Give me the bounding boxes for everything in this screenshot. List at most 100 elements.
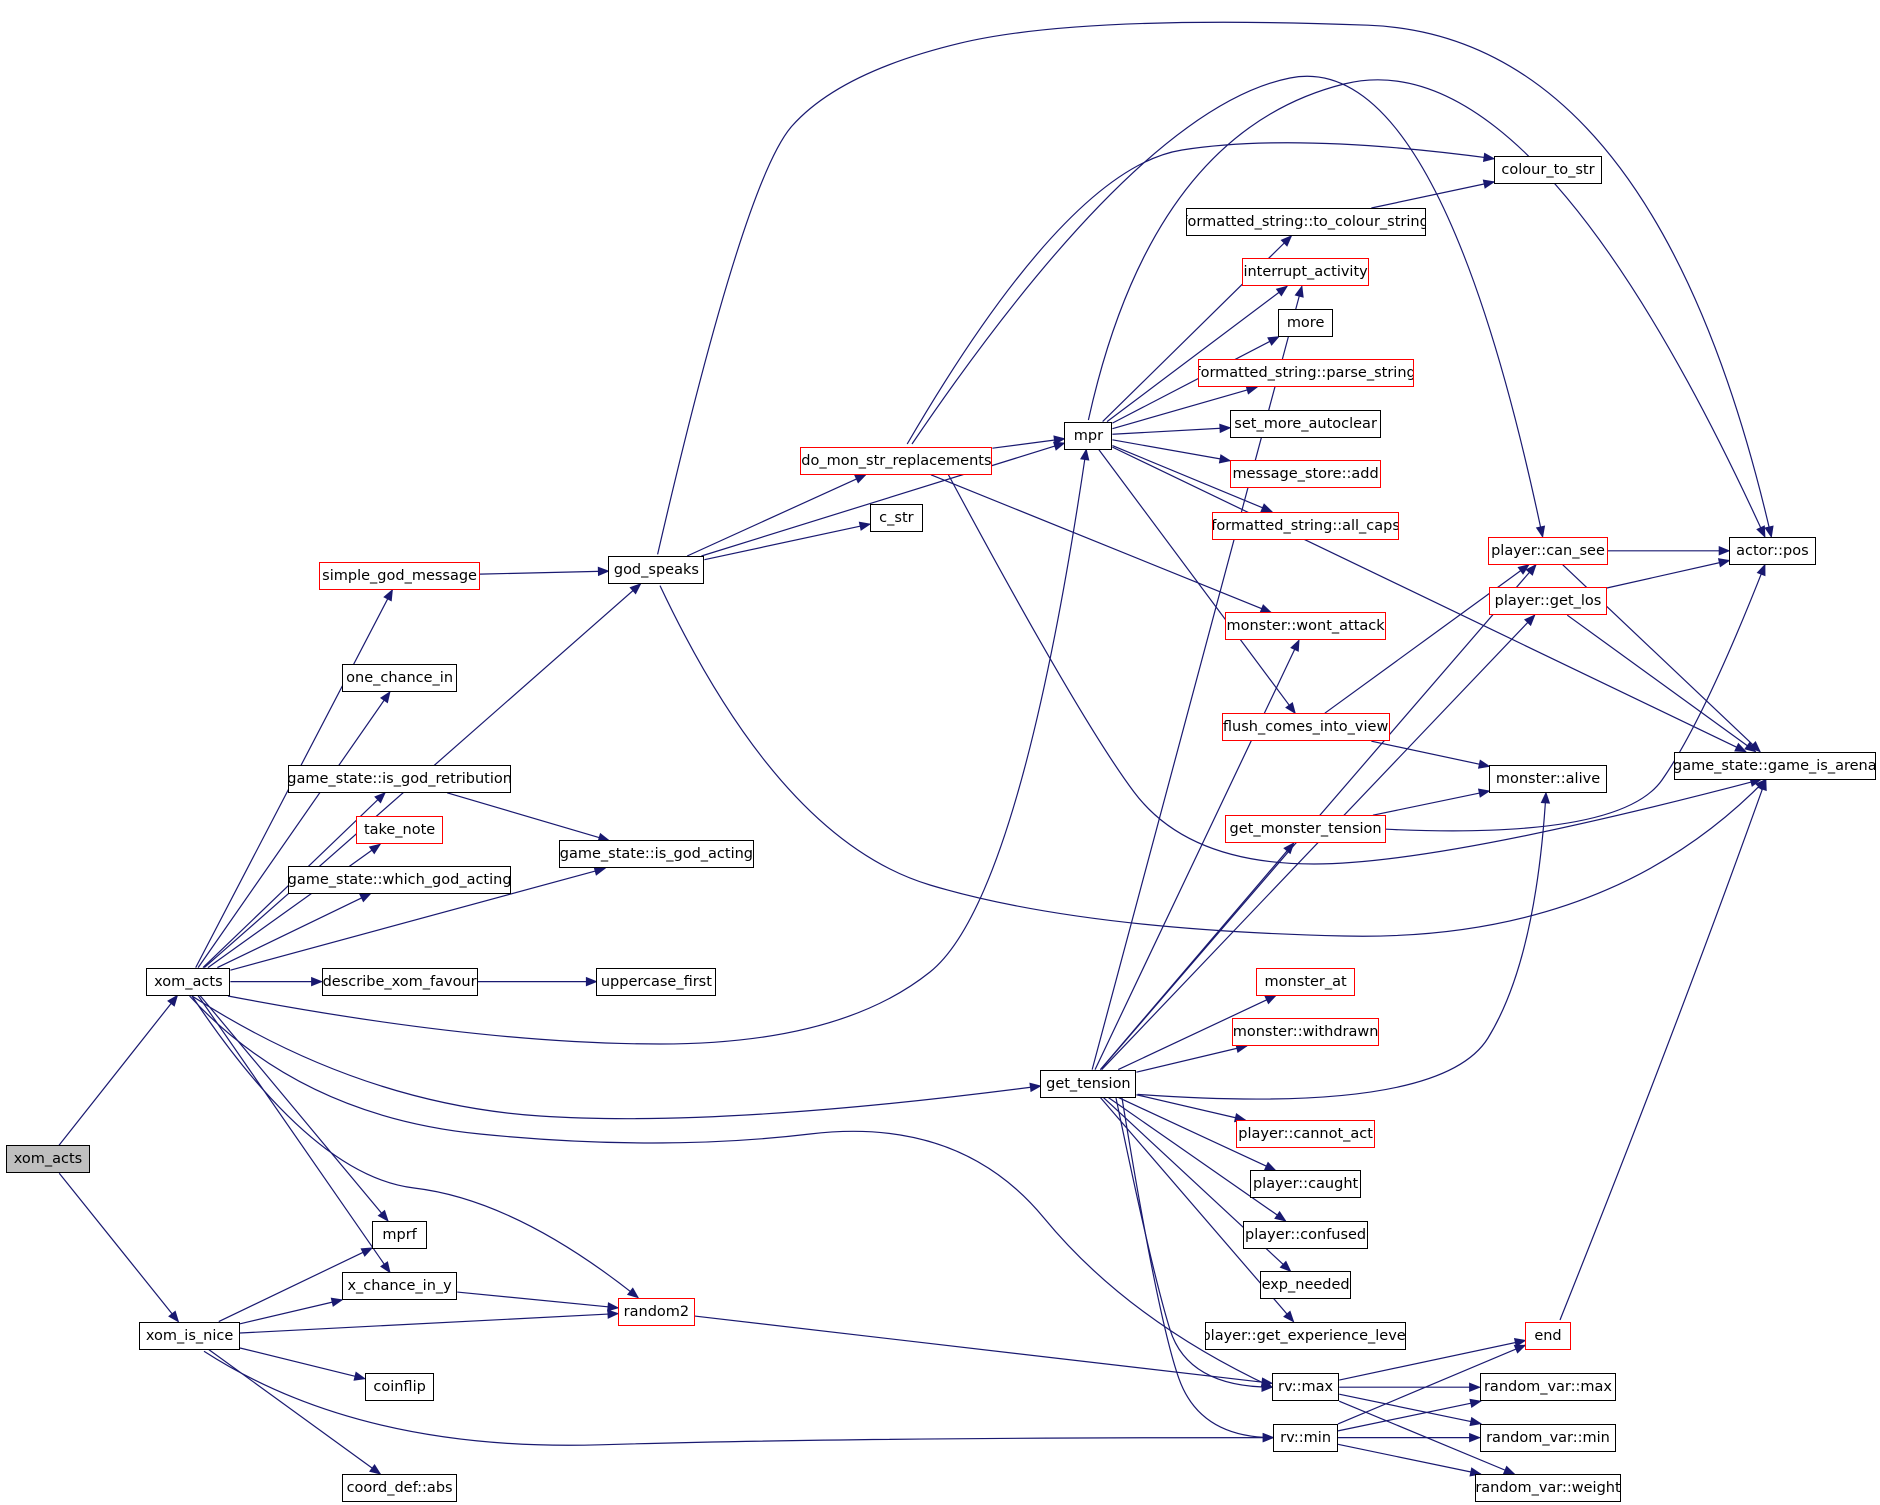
node-one-chance-in[interactable]: one_chance_in	[342, 664, 458, 692]
edge-get-tension-to-player-cannot-act	[1136, 1094, 1246, 1121]
arrowhead-55	[1540, 791, 1551, 804]
node-fs-to-colour-string[interactable]: formatted_string::to_colour_string	[1185, 208, 1426, 236]
node-set-more-autoclear[interactable]: set_more_autoclear	[1230, 409, 1382, 438]
edge-get-tension-to-rv-min	[1121, 1097, 1274, 1439]
edge-do-mon-str-replacements-to-mpr	[992, 438, 1065, 449]
node-end[interactable]: end	[1525, 1321, 1571, 1350]
arrowhead-20	[369, 1463, 382, 1475]
node-player-can-see[interactable]: player::can_see	[1488, 536, 1608, 565]
edge-xom-is-nice-to-coinflip	[239, 1347, 365, 1380]
edge-get-tension-to-player-caught	[1118, 1097, 1276, 1171]
arrowhead-67	[1718, 546, 1731, 556]
node-take-note[interactable]: take_note	[356, 816, 443, 845]
edge-do-mon-str-replacements-to-colour-to-str	[906, 142, 1495, 445]
arrowhead-32	[1053, 435, 1066, 445]
node-xom-acts[interactable]: xom_acts	[146, 967, 231, 996]
node-uppercase-first[interactable]: uppercase_first	[596, 967, 717, 996]
node-get-tension[interactable]: get_tension	[1040, 1069, 1137, 1098]
node-colour-to-str[interactable]: colour_to_str	[1494, 156, 1602, 185]
edge-god-speaks-to-c-str	[704, 523, 871, 561]
node-monster-wont-attack[interactable]: monster::wont_attack	[1225, 612, 1386, 641]
node-xom-is-nice[interactable]: xom_is_nice	[139, 1321, 240, 1350]
arrowhead-77	[1469, 1398, 1482, 1408]
edge-xom-acts-to-take-note	[207, 843, 381, 969]
edge-get-tension-to-monster-at	[1117, 995, 1277, 1071]
edge-god-speaks-to-actor-pos	[657, 21, 1772, 555]
arrowhead-45	[1285, 701, 1296, 715]
edge-mpr-to-interrupt-activity	[1106, 285, 1288, 423]
arrowhead-6	[368, 843, 382, 855]
node-monster-at[interactable]: monster_at	[1256, 967, 1355, 996]
node-actor-pos[interactable]: actor::pos	[1729, 536, 1816, 565]
arrowhead-46	[1734, 742, 1747, 753]
node-gs-game-is-arena[interactable]: game_state::game_is_arena	[1674, 751, 1876, 780]
arrowhead-3	[379, 690, 391, 704]
arrowhead-33	[1482, 152, 1496, 162]
arrowhead-1	[168, 1310, 180, 1323]
edge-player-get-los-to-actor-pos	[1606, 559, 1730, 589]
arrowhead-58	[1274, 1210, 1287, 1222]
arrowhead-11	[1029, 1082, 1042, 1093]
edge-mpr-to-flush-comes-into-view	[1098, 449, 1296, 714]
arrowhead-51	[1523, 614, 1536, 627]
node-more[interactable]: more	[1278, 308, 1334, 337]
edge-do-mon-str-replacements-to-gs-game-is-arena	[947, 473, 1761, 865]
edge-get-tension-to-rv-max	[1115, 1097, 1273, 1388]
node-coinflip[interactable]: coinflip	[364, 1373, 435, 1402]
arrowhead-61	[1261, 1382, 1274, 1392]
node-mprf[interactable]: mprf	[372, 1220, 428, 1249]
node-monster-alive[interactable]: monster::alive	[1489, 764, 1607, 793]
node-flush-comes-into-view[interactable]: flush_comes_into_view	[1221, 713, 1390, 742]
node-interrupt-activity[interactable]: interrupt_activity	[1242, 258, 1370, 287]
edge-get-monster-tension-to-monster-alive	[1372, 790, 1490, 816]
node-god-speaks[interactable]: god_speaks	[608, 556, 705, 584]
node-fs-parse-string[interactable]: formatted_string::parse_string	[1197, 359, 1414, 388]
node-gs-is-god-retribution[interactable]: game_state::is_god_retribution	[288, 764, 512, 793]
arrowhead-43	[1218, 454, 1232, 464]
node-random-var-max[interactable]: random_var::max	[1479, 1373, 1617, 1402]
edge-god-speaks-to-do-mon-str-replacements	[686, 474, 866, 557]
node-random-var-weight[interactable]: random_var::weight	[1474, 1474, 1622, 1502]
arrowhead-28	[858, 521, 872, 531]
node-message-store-add[interactable]: message_store::add	[1230, 460, 1382, 488]
node-describe-xom-favour[interactable]: describe_xom_favour	[321, 967, 478, 996]
node-rv-min[interactable]: rv::min	[1273, 1423, 1338, 1452]
node-exp-needed[interactable]: exp_needed	[1260, 1271, 1352, 1300]
node-player-caught[interactable]: player::caught	[1250, 1170, 1361, 1199]
node-player-cannot-act[interactable]: player::cannot_act	[1236, 1120, 1376, 1148]
node-x-chance-in-y[interactable]: x_chance_in_y	[342, 1272, 458, 1301]
arrowhead-41	[1245, 385, 1259, 395]
node-c-str[interactable]: c_str	[870, 504, 923, 533]
node-monster-withdrawn[interactable]: monster::withdrawn	[1232, 1018, 1379, 1046]
edge-gs-is-god-retribution-to-gs-is-god-acting	[446, 792, 610, 841]
node-player-confused[interactable]: player::confused	[1243, 1220, 1368, 1249]
arrowhead-16	[360, 1247, 374, 1257]
node-gs-is-god-acting[interactable]: game_state::is_god_acting	[559, 840, 754, 869]
arrowhead-66	[1756, 563, 1766, 577]
node-coord-def-abs[interactable]: coord_def::abs	[342, 1474, 458, 1502]
arrowhead-19	[353, 1371, 367, 1381]
arrowhead-38	[1280, 235, 1293, 247]
node-rv-max[interactable]: rv::max	[1272, 1373, 1340, 1402]
node-random2[interactable]: random2	[618, 1297, 695, 1326]
edge-xom-is-nice-to-x-chance-in-y	[239, 1299, 343, 1325]
arrowhead-60	[1283, 1310, 1295, 1323]
node-gs-which-god-acting[interactable]: game_state::which_god_acting	[288, 865, 512, 894]
node-mpr[interactable]: mpr	[1064, 421, 1113, 450]
node-get-monster-tension[interactable]: get_monster_tension	[1225, 815, 1386, 844]
arrowhead-4	[629, 583, 642, 595]
edge-god-speaks-to-mpr	[701, 442, 1065, 557]
node-fs-all-caps[interactable]: formatted_string::all_caps	[1212, 511, 1400, 540]
arrowhead-24	[585, 976, 598, 987]
arrowhead-69	[1717, 558, 1731, 568]
node-player-get-los[interactable]: player::get_los	[1489, 587, 1607, 616]
node-player-get-experience-level[interactable]: player::get_experience_level	[1204, 1321, 1407, 1350]
node-do-mon-str-replacements[interactable]: do_mon_str_replacements	[800, 446, 993, 475]
arrowhead-73	[1469, 1382, 1481, 1392]
arrowhead-27	[854, 474, 867, 484]
node-random-var-min[interactable]: random_var::min	[1479, 1423, 1617, 1452]
arrowhead-25	[607, 1302, 620, 1312]
node-simple-god-message[interactable]: simple_god_message	[319, 562, 480, 590]
arrowhead-74	[1469, 1416, 1482, 1427]
